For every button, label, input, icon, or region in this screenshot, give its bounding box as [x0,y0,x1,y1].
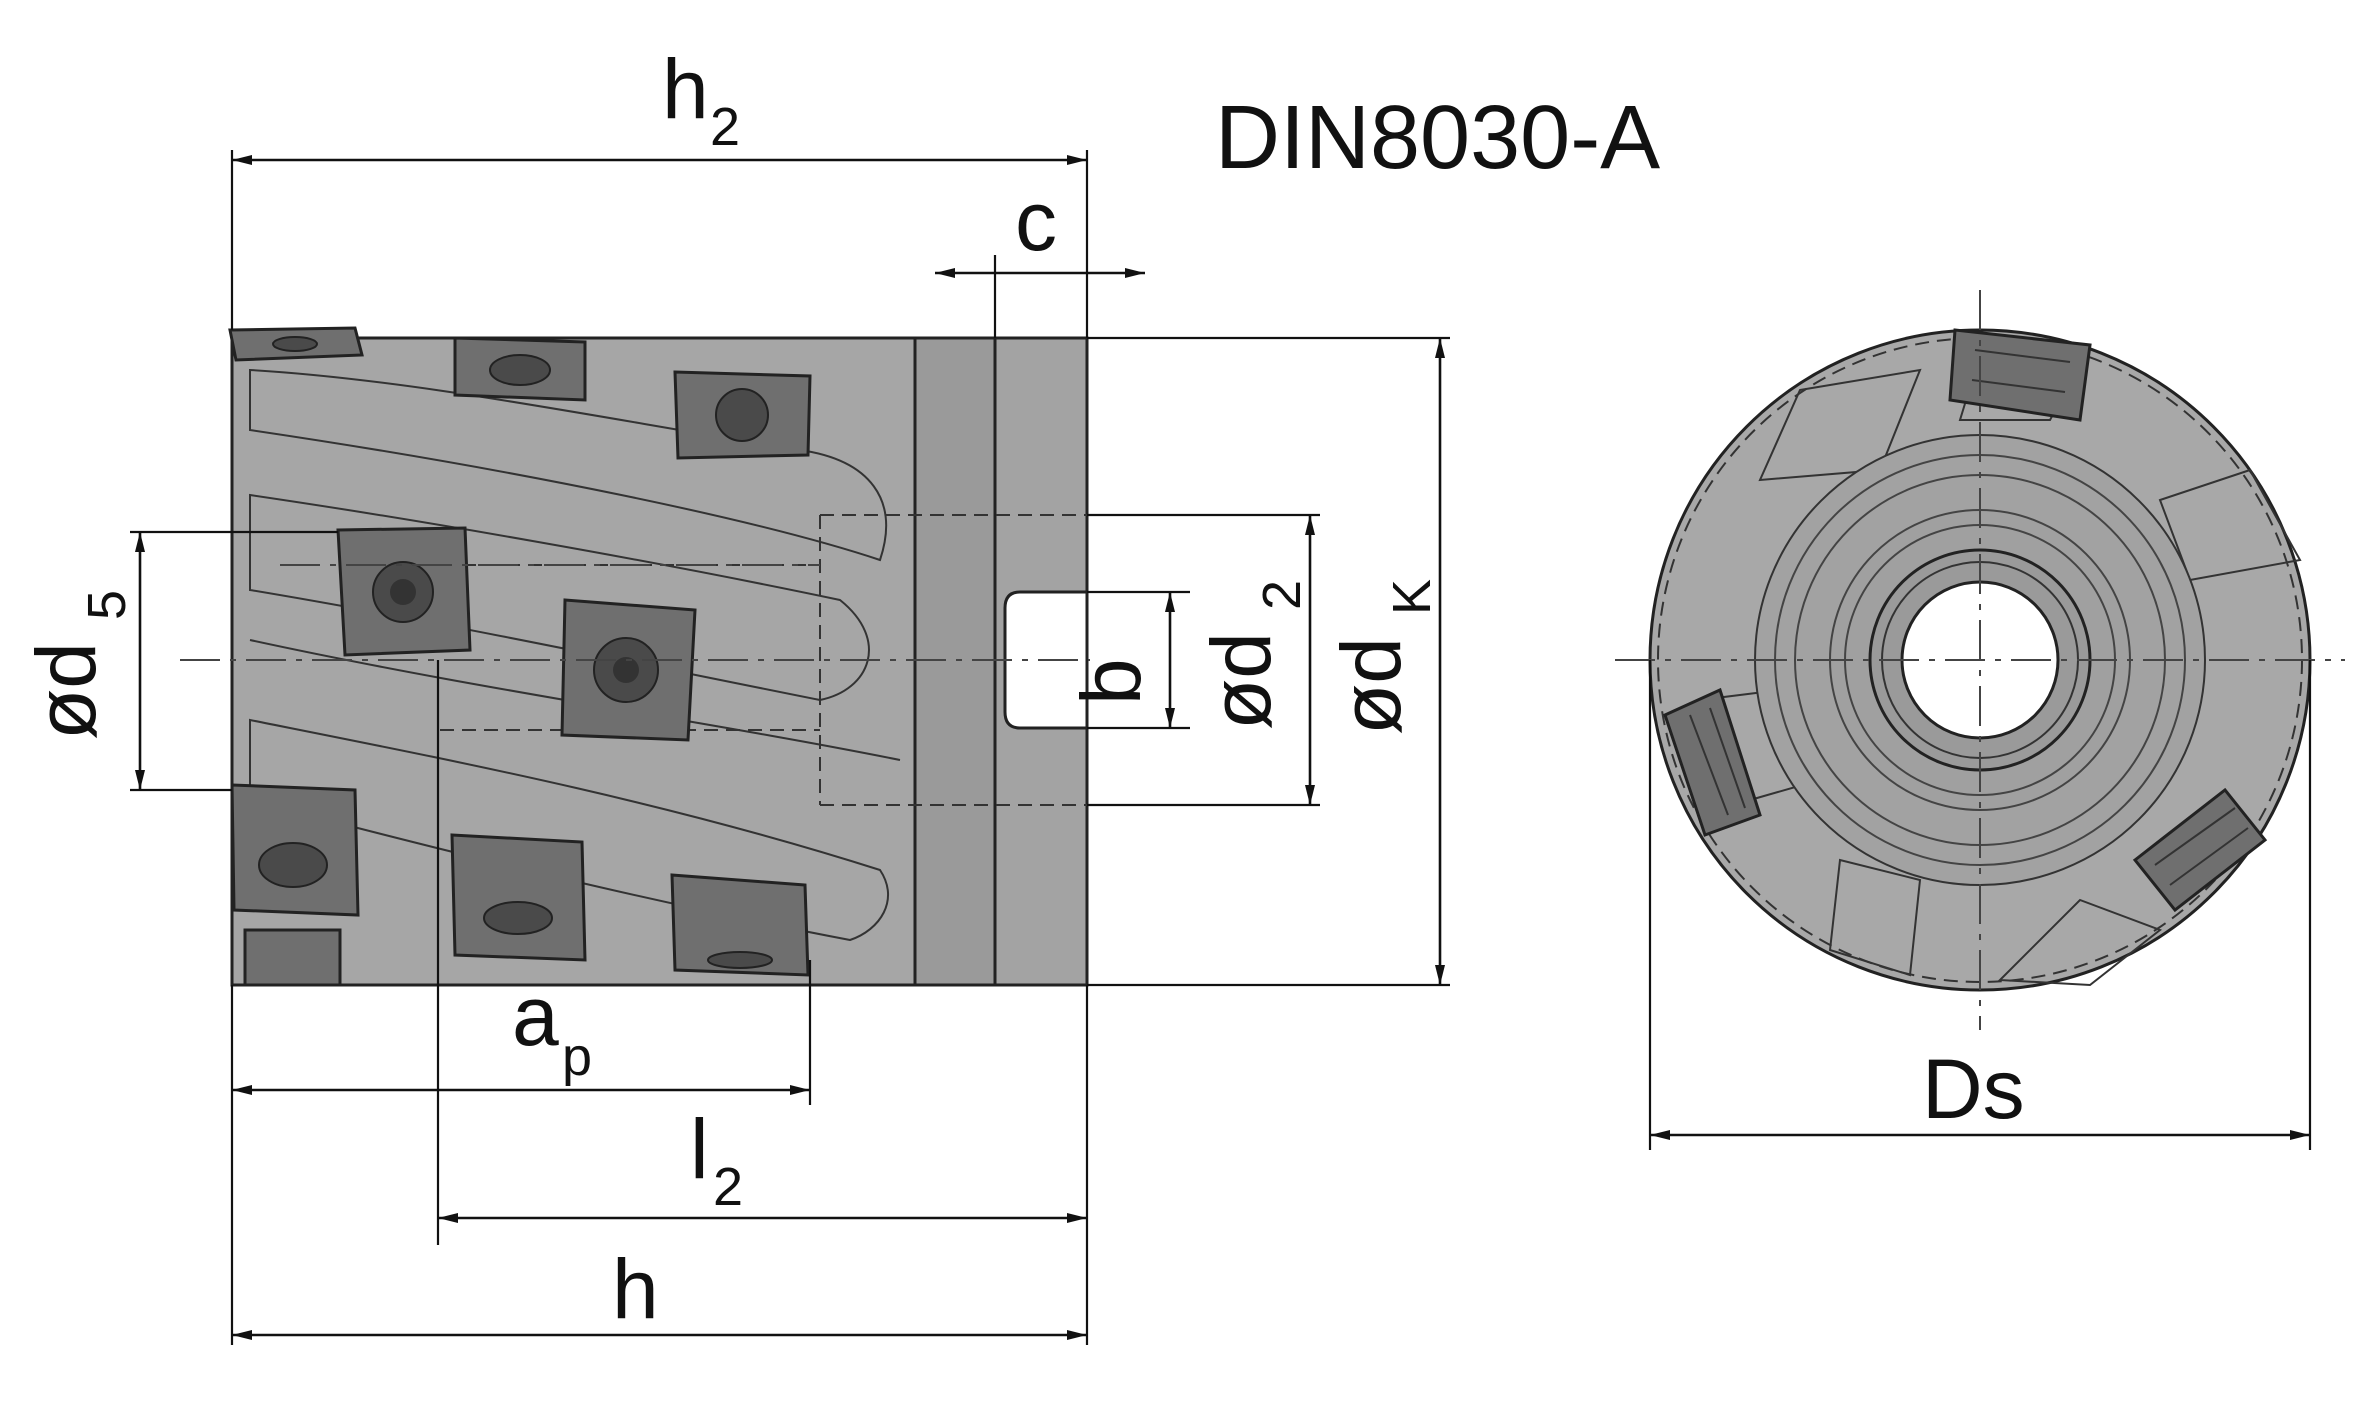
shank-collar [913,336,997,987]
front-insert-right [2132,787,2268,913]
svg-text:h: h [662,42,709,136]
front-insert-top [1948,328,2092,422]
hidden-bore [440,514,1320,806]
label-b: b [1064,658,1158,705]
svg-text:p: p [562,1027,592,1087]
insert-mid-1 [336,526,472,657]
label-l2: l 2 [690,1102,743,1217]
insert-top-3 [673,370,812,460]
svg-text:l: l [690,1102,709,1196]
svg-text:2: 2 [1252,580,1312,610]
svg-text:ød: ød [1194,632,1288,730]
label-ap: a p [512,969,592,1087]
label-h: h [612,1242,659,1336]
insert-bottom-2 [450,833,587,962]
label-c: c [1015,174,1057,268]
front-extension [1648,660,2312,1150]
insert-bottom-1 [230,783,360,987]
label-h2: h 2 [662,42,740,157]
inserts [228,326,812,987]
dimension-lines [135,155,1445,1340]
svg-text:K: K [1382,579,1442,615]
label-Ds: Ds [1922,1042,2025,1136]
front-view [1615,290,2345,1030]
insert-top-2 [453,336,587,402]
svg-text:b: b [1064,658,1158,705]
svg-text:5: 5 [77,590,137,620]
drawing-title: DIN8030-A [1215,88,1660,188]
svg-text:2: 2 [713,1157,743,1217]
label-d2: ød 2 [1194,580,1312,730]
svg-text:ød: ød [19,642,113,740]
svg-text:ød: ød [1324,637,1418,735]
flute-upper [249,368,888,562]
svg-text:2: 2 [710,97,740,157]
label-dK: ød K [1324,579,1442,735]
extension-lines [130,150,1450,1345]
side-view [180,326,1320,987]
insert-top-1 [228,326,364,362]
svg-text:a: a [512,969,559,1063]
insert-bottom-3 [670,873,810,977]
front-insert-left [1663,687,1762,837]
label-d5: ød 5 [19,590,137,740]
insert-mid-2 [560,598,697,742]
